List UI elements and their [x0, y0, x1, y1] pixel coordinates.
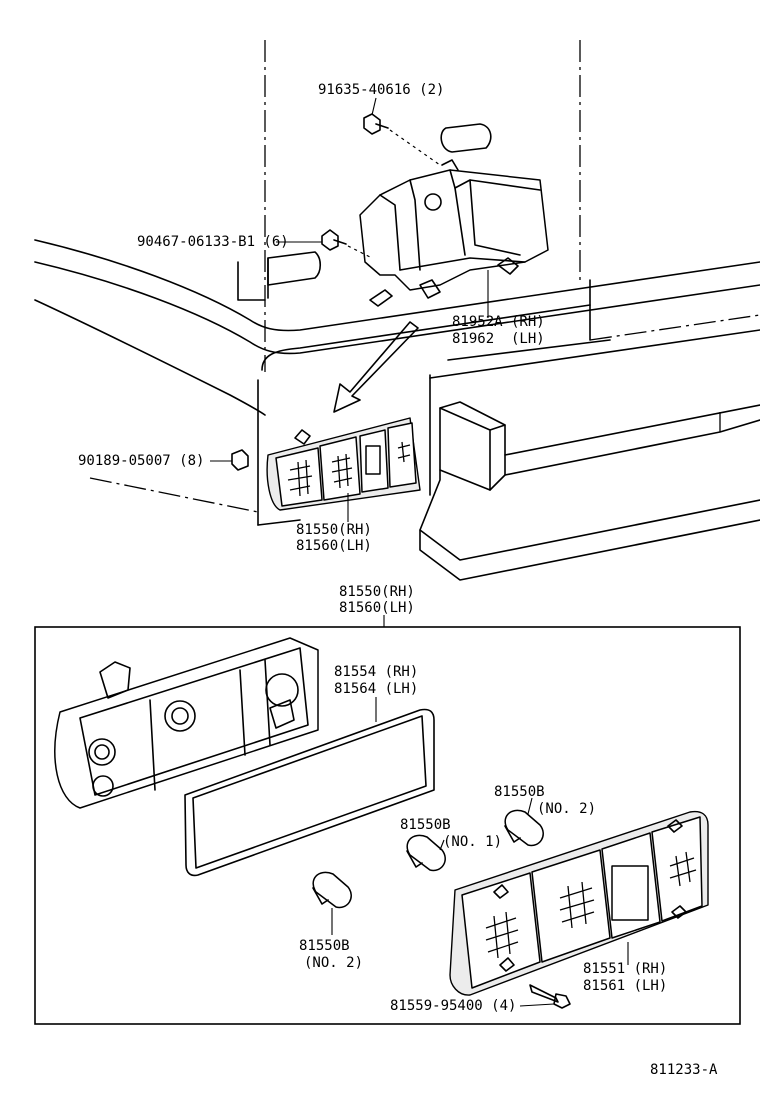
- lamp-housing: [54, 637, 319, 809]
- label-assy-lh: 81560(LH): [339, 600, 415, 616]
- label-lamp-rh-top: 81550(RH): [296, 522, 372, 538]
- vehicle-body-outline: [34, 40, 760, 581]
- screw-90467-icon: [276, 229, 373, 259]
- figure-code: 811233-A: [650, 1062, 718, 1078]
- label-bracket-lh: 81962 (LH): [452, 331, 545, 347]
- label-bulb-right: 81550B: [494, 784, 545, 800]
- nut-90189-icon: [210, 449, 249, 471]
- label-bulb-left-no: (NO. 2): [304, 955, 364, 971]
- label-screw-81559: 81559-95400 (4): [390, 998, 517, 1014]
- bulb-no2-right-icon: [504, 797, 544, 847]
- label-assy-rh: 81550(RH): [339, 584, 415, 600]
- label-gasket-rh: 81554 (RH): [334, 664, 419, 680]
- label-lens-lh: 81561 (LH): [583, 978, 668, 994]
- lamp-gasket: [184, 697, 435, 877]
- lamp-lens: [449, 810, 709, 996]
- install-arrow-icon: [333, 321, 419, 413]
- lamp-bracket: [237, 123, 549, 307]
- label-screw-90467: 90467-06133-B1 (6): [137, 234, 289, 250]
- bolt-91635-icon: [363, 97, 441, 166]
- label-lens-rh: 81551 (RH): [583, 961, 668, 977]
- installed-rear-lamp: [266, 417, 421, 522]
- label-bulb-middle: 81550B: [400, 817, 451, 833]
- bulb-no1-middle-icon: [406, 834, 446, 872]
- bulb-no2-left-icon: [312, 871, 352, 935]
- label-gasket-lh: 81564 (LH): [334, 681, 419, 697]
- label-bulb-left: 81550B: [299, 938, 350, 954]
- label-lamp-lh-top: 81560(LH): [296, 538, 372, 554]
- label-bolt-91635: 91635-40616 (2): [318, 82, 445, 98]
- label-nut-90189: 90189-05007 (8): [78, 453, 205, 469]
- screw-81559-icon: [519, 984, 571, 1009]
- label-bulb-right-no: (NO. 2): [537, 801, 597, 817]
- exploded-view-frame: [34, 626, 741, 1025]
- label-bracket-rh: 81952A (RH): [452, 314, 545, 330]
- label-bulb-middle-no: (NO. 1): [443, 834, 503, 850]
